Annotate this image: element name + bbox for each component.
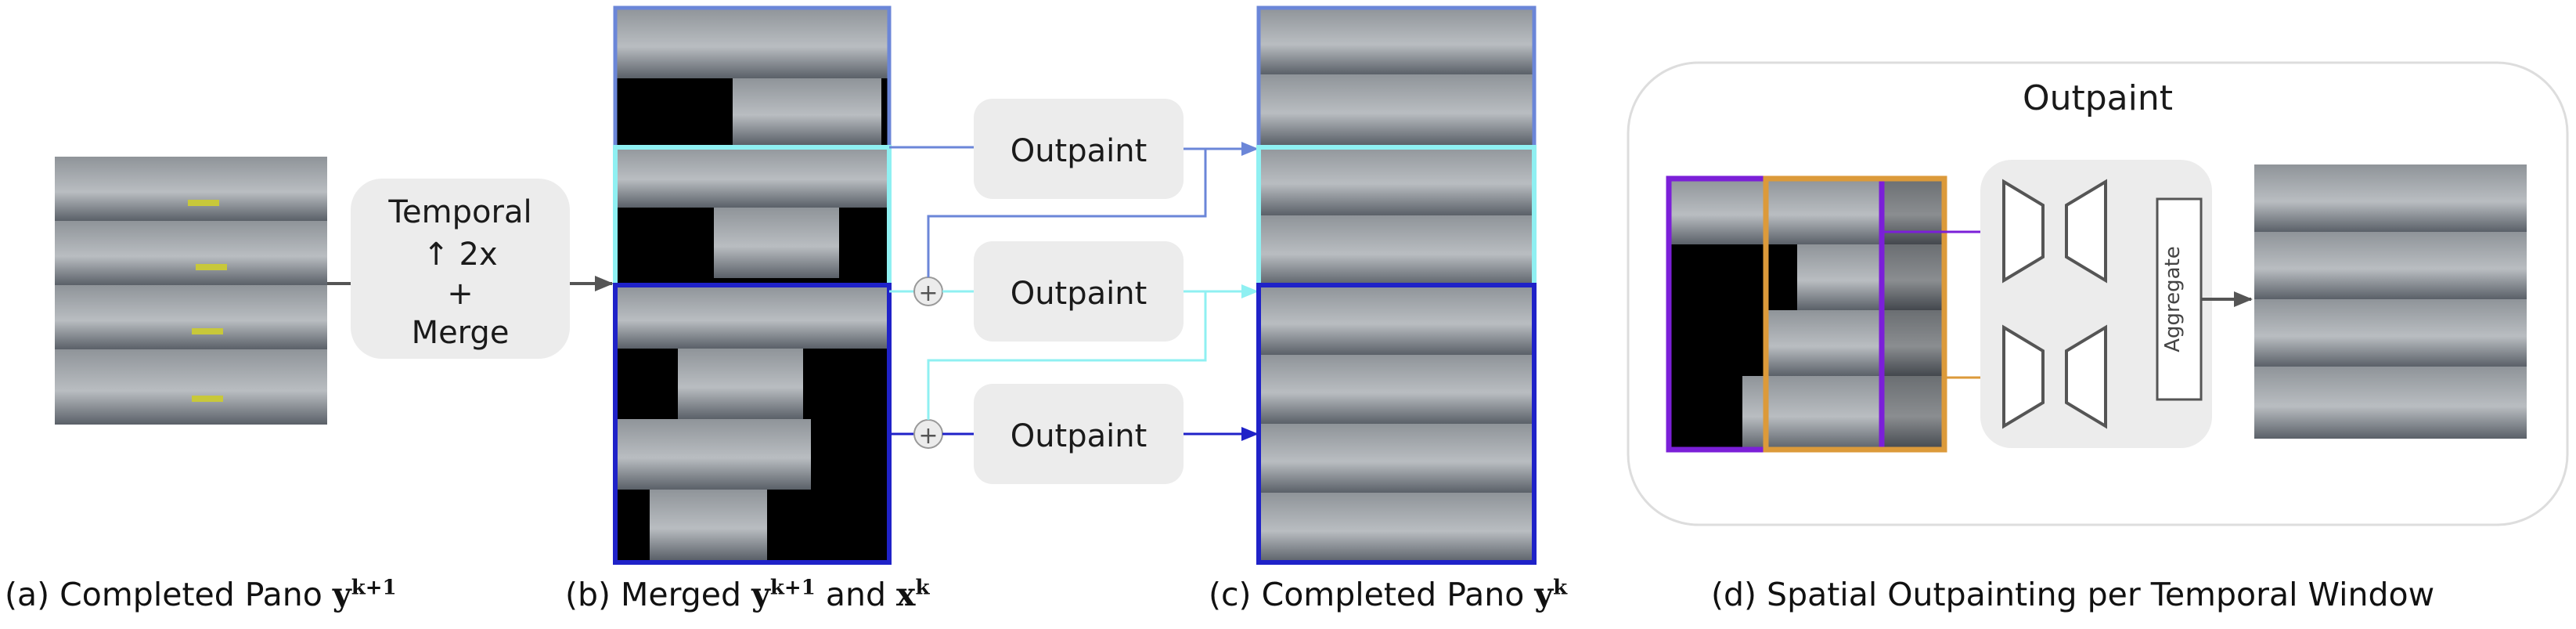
aggregate-box: Aggregate (2156, 197, 2203, 401)
caption-c: (c) Completed Pano yk (1209, 576, 1568, 613)
merged-window-3 (613, 283, 892, 565)
caption-b: (b) Merged yk+1 and xk (565, 576, 930, 613)
output-window-3 (1256, 283, 1537, 565)
completed-pano-frames (1259, 8, 1534, 562)
sum-node-1: + (913, 277, 943, 307)
caption-d: (d) Spatial Outpainting per Temporal Win… (1711, 576, 2435, 613)
temporal-label: Temporal (387, 194, 531, 230)
svg-text:Outpaint: Outpaint (1011, 276, 1147, 312)
svg-text:+: + (918, 422, 938, 450)
svg-text:Outpaint: Outpaint (1011, 418, 1147, 454)
svg-text:+: + (918, 280, 938, 307)
outpaint-box-2: Outpaint (974, 241, 1184, 342)
feedback-line-2 (927, 291, 1207, 420)
plus-label: + (447, 276, 474, 312)
outpaint-panel-title: Outpaint (2023, 78, 2173, 118)
svg-text:Outpaint: Outpaint (1011, 133, 1147, 169)
aggregated-output-frames (2254, 164, 2527, 439)
window-orange (1763, 175, 1947, 453)
sum-node-2: + (913, 419, 943, 450)
unet-icon-1 (2002, 179, 2107, 284)
feedback-line-1 (927, 149, 1207, 277)
upsample-label: ↑ 2x (423, 237, 497, 273)
outpaint-box-3: Outpaint (974, 384, 1184, 484)
temporal-merge-box: Temporal ↑ 2x + Merge (351, 179, 570, 359)
unet-icon-2 (2002, 324, 2107, 429)
merge-label: Merge (412, 315, 510, 351)
window-frames (1669, 179, 1944, 450)
caption-a: (a) Completed Pano yk+1 (5, 576, 397, 613)
input-pano-frames (55, 157, 327, 425)
aggregate-label: Aggregate (2161, 246, 2185, 352)
outpaint-box-1: Outpaint (974, 99, 1184, 199)
